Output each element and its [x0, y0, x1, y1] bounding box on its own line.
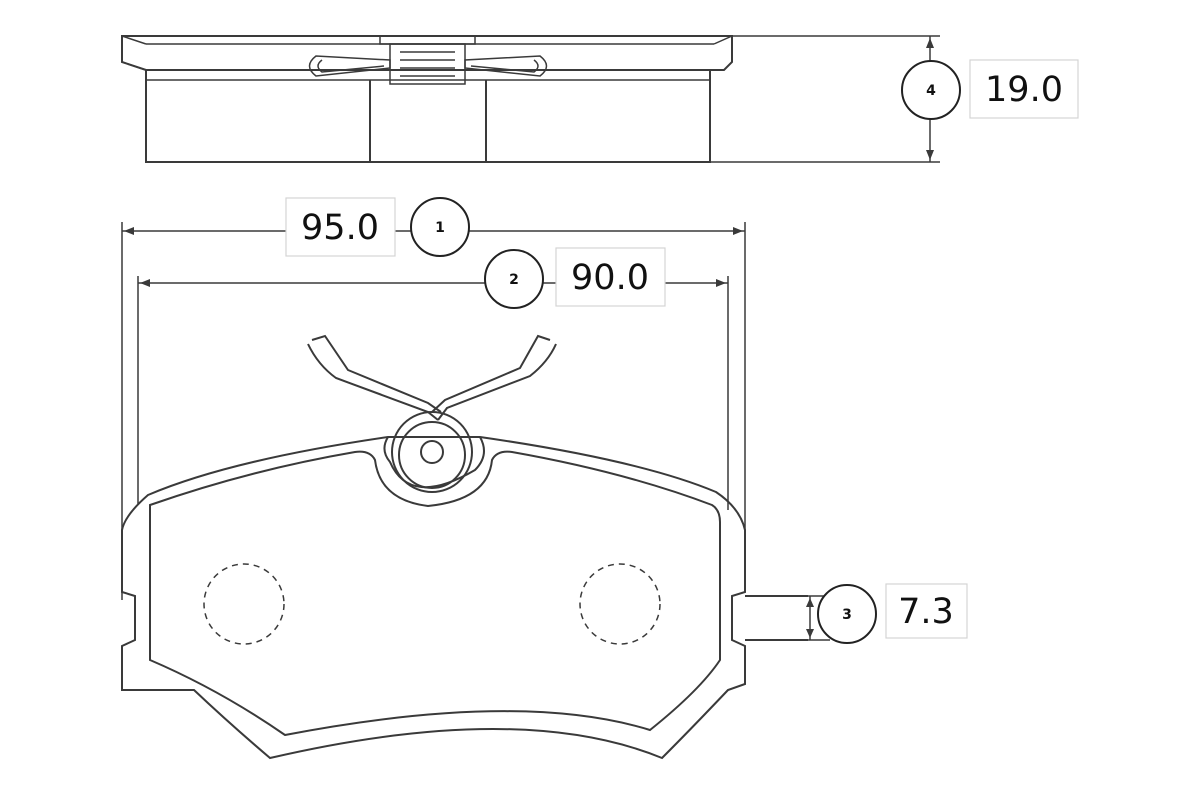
dimension-1-number: 1 [435, 220, 445, 236]
dimension-3-value-box [885, 583, 968, 639]
dimension-4-value-box [969, 59, 1079, 119]
front-view [121, 222, 830, 760]
dimension-4: 4 19.0 [901, 59, 1079, 120]
dimension-3-number: 3 [842, 607, 852, 623]
dimension-2-value-box [555, 247, 666, 307]
dimension-3: 3 7.3 [817, 583, 968, 644]
dimension-2: 2 90.0 [484, 247, 666, 309]
dimension-4-number: 4 [926, 83, 936, 99]
dimension-1: 95.0 1 [285, 197, 470, 257]
dimension-4-marker [901, 60, 961, 120]
dimension-3-value: 7.3 [898, 592, 954, 632]
dimension-2-marker [484, 249, 544, 309]
dimension-1-marker [410, 197, 470, 257]
side-view [121, 35, 940, 163]
dimension-4-value: 19.0 [985, 70, 1063, 110]
dimension-1-value: 95.0 [301, 208, 379, 248]
dimension-3-marker [817, 584, 877, 644]
dimension-2-number: 2 [509, 272, 519, 288]
dimension-2-value: 90.0 [571, 258, 649, 298]
dimension-1-value-box [285, 197, 396, 257]
